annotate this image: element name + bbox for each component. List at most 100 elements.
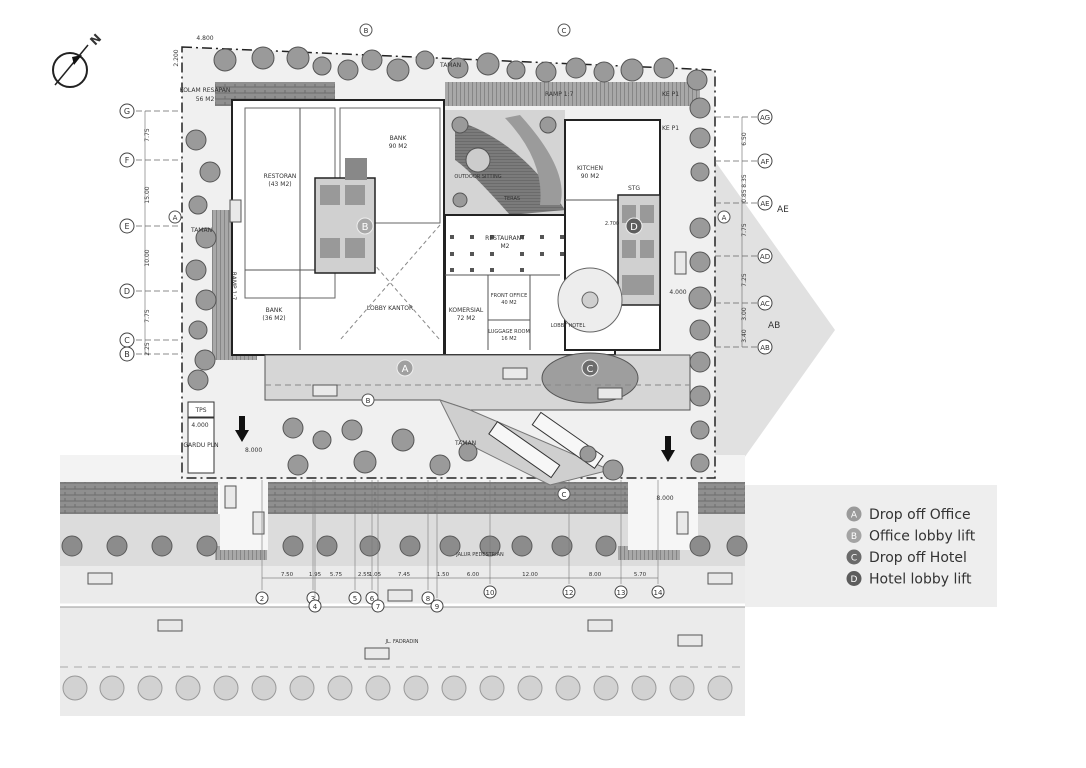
grid-label-column: 2 (260, 595, 264, 603)
grid-label-column: 5 (353, 595, 357, 603)
grid-label-column: 8 (426, 595, 430, 603)
dim-label-left: 10.00 (144, 249, 151, 266)
label-teras: TERAS (503, 196, 520, 202)
grid-bubble-column (430, 599, 444, 613)
dim-label-right: 7.25 (741, 273, 748, 287)
legend-marker (846, 549, 862, 565)
grid-bubble-left (119, 283, 135, 299)
label-stg: STG (628, 185, 640, 192)
grid-bubble-right (757, 295, 773, 311)
grid-label-column: 13 (617, 589, 626, 597)
grid-bubble-column (308, 599, 322, 613)
label-ramp-top: RAMP 1:7 (545, 91, 574, 98)
cars (87, 199, 733, 660)
grid-label-column: 6 (370, 595, 375, 603)
curved-seating (505, 115, 562, 205)
label-taman-left: TAMAN (190, 227, 212, 234)
dim-label-right: 3.00 (741, 307, 748, 321)
dim-label-left: 2.25 (144, 342, 151, 356)
dim-label-bottom: 6.00 (467, 572, 480, 578)
label-outdoor: OUTDOOR SITTING (454, 174, 501, 180)
label-gardu: GARDU PLN (183, 442, 218, 449)
north-circle (52, 52, 88, 88)
section-mark-c-top: C (562, 27, 567, 35)
grid-label-left: B (124, 350, 130, 359)
section-mark-c-bottom: C (562, 491, 567, 499)
label-restaurant-area: M2 (501, 243, 510, 250)
label-ke-p1-b: KE P1 (662, 125, 679, 132)
section-mark-b-bottom: B (366, 397, 371, 405)
grid-label-column: 4 (313, 603, 318, 611)
grid-label-right: AC (760, 300, 770, 308)
street-trees (61, 535, 748, 557)
section-mark-b-top: B (364, 27, 369, 35)
label-mini-dim: 2.700 (605, 221, 619, 227)
marker-d-label: D (630, 222, 638, 233)
legend-key: D (851, 575, 858, 585)
legend-marker (846, 571, 862, 586)
grid-label-column: 10 (486, 589, 495, 597)
dim-label-bottom: 7.50 (281, 572, 294, 578)
grid-label-column: 12 (565, 589, 574, 597)
tps-gardu (187, 401, 215, 474)
legend-key: B (851, 532, 857, 542)
grid-bubble-right (757, 109, 773, 125)
label-kitchen-area: 90 M2 (581, 173, 600, 180)
legend-marker (846, 506, 862, 522)
north-label: N (87, 31, 104, 48)
label-lobby-kantor: LOBBY KANTOR (367, 305, 413, 312)
dim-label-bottom: 1.05 (369, 572, 382, 578)
marker-c-label: C (587, 364, 594, 375)
marker-c-circle (581, 359, 599, 377)
grid-label-column: 3 (311, 595, 315, 603)
dims-right: 6.508.350.857.757.253.003.40 (741, 117, 748, 347)
grid-label-right: AE (760, 200, 769, 208)
legend-key: C (851, 554, 857, 564)
grid-bubble-column (562, 585, 576, 599)
label-kitchen: KITCHEN (577, 165, 603, 172)
label-tps: TPS (194, 407, 206, 414)
grid-label-left: G (124, 107, 130, 116)
fountain (465, 147, 491, 173)
dim-label-right: 8.35 (741, 174, 748, 188)
section-mark-a-right: A (722, 214, 727, 222)
label-front-office: FRONT OFFICE (491, 293, 527, 299)
label-dim-exit: 8.000 (656, 495, 673, 502)
label-restoran: RESTORAN (264, 173, 297, 180)
label-ab-right: AB (768, 321, 780, 331)
label-luggage: LUGGAGE ROOM (488, 329, 530, 335)
legend-key: A (851, 511, 858, 521)
lobby-hotel-centerpiece (581, 291, 599, 309)
label-komersial: KOMERSIAL (449, 307, 484, 314)
grid-bubble-left (119, 103, 135, 119)
label-bank: BANK (390, 135, 408, 142)
dim-label-bottom: 8.00 (589, 572, 602, 578)
bottom-tree-row (62, 675, 733, 701)
label-taman-top: TAMAN (439, 62, 461, 69)
dim-label-bottom: 12.00 (522, 572, 538, 578)
curved-deck (455, 120, 565, 215)
grid-label-right: AF (761, 158, 770, 166)
marker-b-circle (356, 217, 374, 235)
grid-bubble-right (757, 248, 773, 264)
marker-a-circle (396, 359, 414, 377)
shadow-overlay (470, 140, 997, 607)
north-needle-head (72, 55, 82, 65)
dim-label-bottom: 1.50 (437, 572, 450, 578)
legend-text: Hotel lobby lift (869, 572, 972, 588)
grid-bubble-column (348, 591, 362, 605)
marker-a-label: A (402, 364, 409, 375)
label-restoran-area: (43 M2) (268, 181, 291, 188)
dim-label-bottom: 1.95 (309, 572, 322, 578)
dim-top-2: 2.200 (173, 49, 180, 66)
dim-label-bottom: 5.70 (634, 572, 647, 578)
grid-label-left: D (124, 287, 130, 296)
label-ke-p1-a: KE P1 (662, 91, 679, 98)
ramp-top (445, 82, 700, 106)
grid-label-column: 9 (435, 603, 439, 611)
label-dim-tps: 4.000 (191, 422, 208, 429)
grid-label-column: 7 (376, 603, 380, 611)
